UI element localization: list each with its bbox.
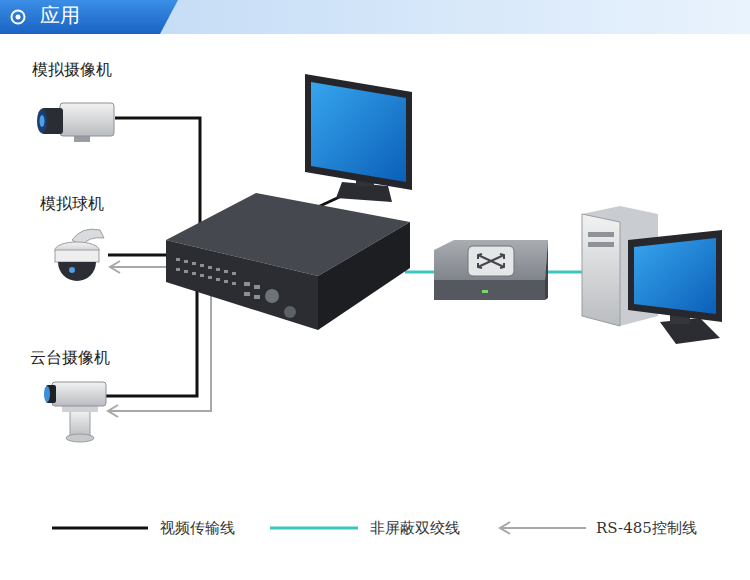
dvr — [216, 278, 220, 281]
dome-camera — [55, 229, 104, 281]
device-label: 云台摄像机 — [30, 348, 110, 367]
switch — [478, 263, 482, 268]
header-band — [12, 11, 25, 24]
computer — [628, 230, 722, 322]
device-label: 模拟摄像机 — [32, 60, 112, 79]
switch — [500, 254, 504, 259]
section-title: 应用 — [40, 3, 80, 27]
dvr — [265, 289, 279, 303]
switch — [478, 255, 504, 267]
legend-label: RS-485控制线 — [596, 519, 697, 537]
dome-camera — [55, 250, 99, 262]
dvr — [176, 258, 180, 261]
legend-sample — [270, 527, 358, 530]
ptz-camera — [52, 382, 106, 406]
computer — [588, 232, 614, 237]
legend-sample — [52, 522, 586, 534]
dvr — [184, 260, 188, 263]
box-camera — [40, 115, 45, 127]
monitor — [311, 82, 406, 182]
rs485-wire — [110, 266, 168, 268]
legend-sample — [500, 527, 586, 529]
switch — [500, 263, 504, 268]
monitor — [305, 74, 412, 190]
dvr — [208, 276, 212, 279]
dvr — [176, 258, 260, 299]
switch — [434, 240, 548, 280]
header-band — [16, 15, 21, 20]
twisted-pair-wire — [405, 271, 434, 274]
dome-camera — [58, 262, 96, 281]
box-camera — [37, 109, 47, 133]
header-band — [0, 0, 178, 34]
twisted-pair-wire — [545, 271, 584, 274]
ptz-camera — [66, 434, 94, 442]
ptz-camera — [44, 382, 106, 442]
switch — [545, 240, 548, 300]
ptz-camera — [44, 386, 50, 402]
rs485-wire — [108, 405, 118, 417]
rs485-wire — [110, 261, 120, 273]
switch — [478, 254, 482, 259]
dvr — [176, 268, 180, 271]
switch — [434, 240, 548, 300]
monitor — [305, 74, 412, 202]
switch — [478, 255, 504, 267]
dvr — [254, 295, 260, 299]
dvr — [232, 272, 236, 275]
switch — [468, 246, 514, 276]
header-band — [0, 0, 750, 34]
header-band — [0, 0, 750, 34]
dvr — [216, 268, 220, 271]
box-camera — [74, 136, 90, 142]
legend-sample — [52, 527, 148, 530]
switch — [434, 280, 545, 300]
switch — [478, 254, 504, 268]
video-wire — [108, 254, 170, 257]
dvr — [166, 240, 318, 330]
dvr — [244, 282, 250, 286]
rs485-wire — [108, 286, 211, 411]
dvr — [254, 285, 260, 289]
video-wire — [115, 118, 200, 242]
dvr — [192, 272, 196, 275]
computer — [634, 238, 716, 314]
legend-sample — [500, 522, 510, 534]
computer — [582, 214, 620, 326]
video-wire — [106, 282, 197, 396]
dvr — [244, 292, 250, 296]
dvr — [166, 193, 410, 330]
legend-label: 非屏蔽双绞线 — [370, 519, 460, 537]
switch — [482, 290, 488, 293]
dvr — [200, 274, 204, 277]
dvr — [318, 222, 410, 330]
dvr — [232, 282, 236, 285]
dvr — [208, 266, 212, 269]
dvr — [200, 264, 204, 267]
dvr — [184, 270, 188, 273]
computer — [588, 242, 614, 247]
legend-label: 视频传输线 — [160, 519, 235, 537]
dvr — [224, 280, 228, 283]
box-camera — [60, 103, 114, 136]
box-camera — [37, 103, 114, 142]
dvr — [192, 262, 196, 265]
dvr — [284, 306, 296, 318]
device-label: 模拟球机 — [40, 194, 104, 213]
dvr — [224, 270, 228, 273]
dome-camera — [69, 267, 75, 273]
computer — [582, 206, 722, 344]
